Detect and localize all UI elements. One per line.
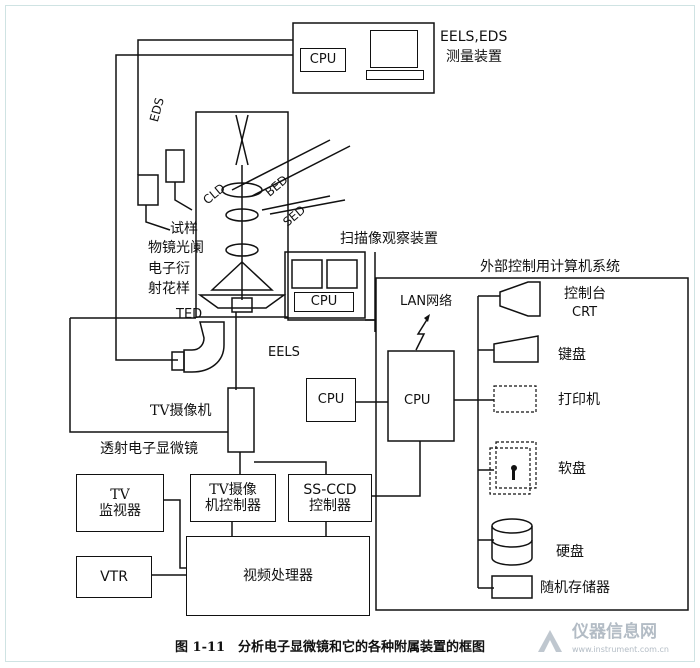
specimen-label: 试样 [170,221,198,237]
tv-controller-line1: TV摄像 [209,481,257,498]
watermark-url: www.instrument.com.cn [572,645,669,654]
left-cpu-label: CPU [317,391,345,407]
watermark-swirl-icon [538,630,562,652]
floppy-label: 软盘 [558,461,586,477]
top-cpu-label: CPU [309,51,337,67]
watermark-text: 仪器信息网 [572,622,657,642]
crt-label: CRT [572,305,598,320]
tv-controller-box: TV摄像机控制器 [190,474,276,522]
top-system-title-1: EELS,EDS [440,29,508,45]
printer-label: 打印机 [558,392,600,408]
diffraction-label-2: 射花样 [148,281,190,297]
tv-monitor-line1: TV [110,486,130,503]
tv-monitor-line2: 监视器 [99,503,141,519]
scan-cpu-label: CPU [310,293,338,309]
keyboard-base-icon [366,70,424,80]
ted-label: TED [176,307,203,322]
aperture-label: 物镜光阑 [148,240,204,256]
video-processor-label: 视频处理器 [243,567,313,584]
tv-camera-label: TV摄像机 [150,403,212,419]
figure-caption: 图 1-11 分析电子显微镜和它的各种附属装置的框图 [175,640,486,655]
lan-label: LAN网络 [400,294,453,309]
watermark-logo: 仪器信息网 www.instrument.com.cn [532,622,692,660]
ccd-controller-line2: 控制器 [309,498,351,514]
external-cpu-label: CPU [404,393,431,408]
ram-label: 随机存储器 [540,580,610,596]
tem-label: 透射电子显微镜 [100,441,198,457]
eels-label: EELS [268,345,300,360]
scan-system-title: 扫描像观察装置 [340,231,438,247]
external-system-title: 外部控制用计算机系统 [480,259,620,275]
console-label: 控制台 [564,286,606,302]
keyboard-label: 键盘 [558,347,586,363]
left-cpu-box: CPU [306,378,356,422]
hard-disk-label: 硬盘 [556,544,584,560]
vtr-label: VTR [100,568,128,585]
tv-controller-line2: 机控制器 [205,498,261,514]
top-cpu-box: CPU [300,48,346,72]
video-processor-box: 视频处理器 [186,536,370,616]
scan-cpu-box: CPU [294,292,354,312]
top-system-title-2: 测量装置 [446,49,502,65]
ccd-controller-line1: SS-CCD [303,481,357,498]
monitor-icon [370,30,418,68]
diffraction-label-1: 电子衍 [148,261,190,277]
vtr-box: VTR [76,556,152,598]
